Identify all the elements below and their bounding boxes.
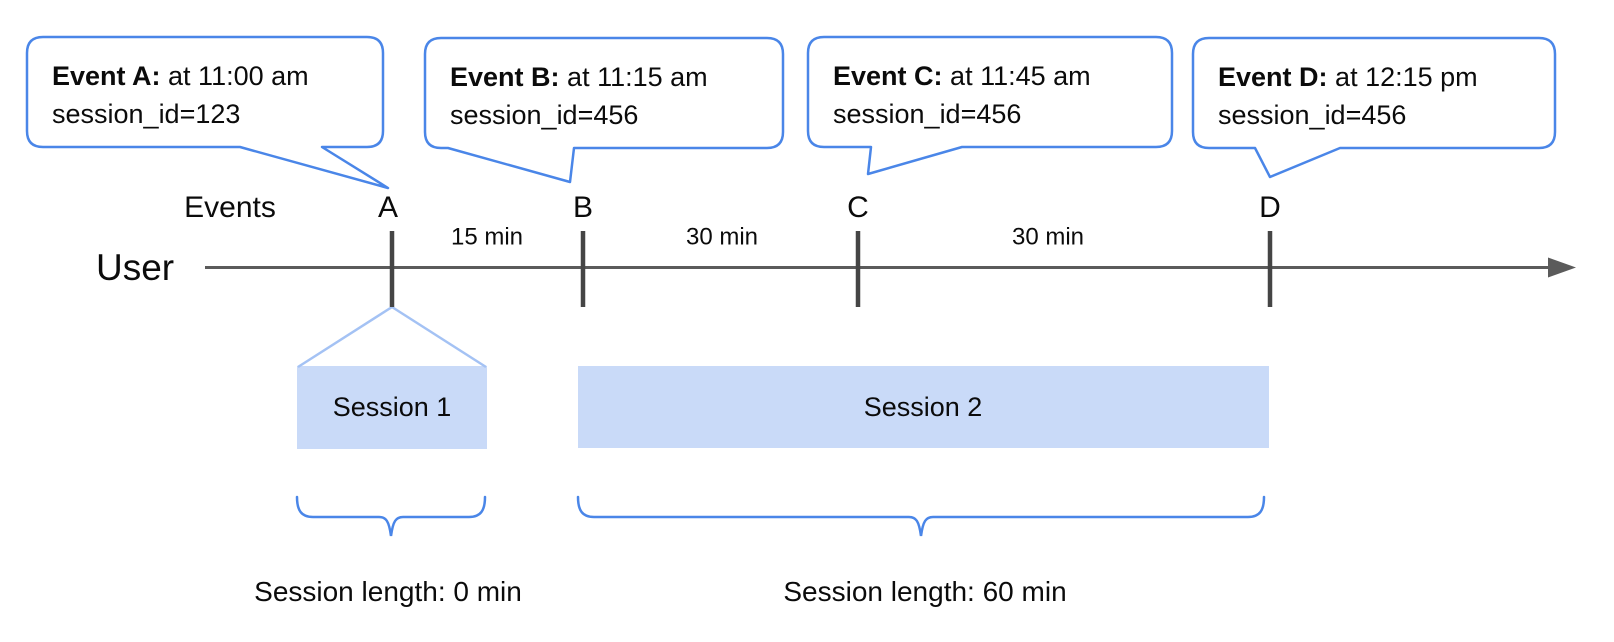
session-2-brace [576, 495, 1266, 537]
event-letter-c: C [847, 191, 869, 224]
bubble-c-line1: Event C: at 11:45 am [833, 57, 1091, 95]
bubble-d-session-id: session_id=456 [1218, 100, 1407, 130]
bubble-a-session-id: session_id=123 [52, 99, 241, 129]
bubble-a-text: Event A: at 11:00 am session_id=123 [52, 57, 309, 133]
speech-bubble-b [423, 36, 785, 184]
bubble-b-line1: Event B: at 11:15 am [450, 58, 708, 96]
event-letter-b: B [572, 191, 594, 224]
speech-bubble-d [1191, 36, 1557, 179]
bubble-b-session-id: session_id=456 [450, 100, 639, 130]
bubble-a-line1: Event A: at 11:00 am [52, 57, 309, 95]
speech-bubble-a [25, 35, 390, 190]
funnel-right-line [391, 305, 487, 369]
event-letter-d: D [1259, 191, 1281, 224]
speech-bubble-c [806, 35, 1174, 176]
bubble-a-time: at 11:00 am [168, 61, 309, 91]
session-1-label: Session 1 [332, 391, 452, 422]
session-1-box [297, 366, 487, 449]
session-2-box [578, 366, 1269, 448]
event-letter-a: A [377, 191, 399, 224]
events-row-label: Events [184, 191, 276, 224]
session-2-label: Session 2 [863, 391, 983, 422]
interval-b-c: 30 min [685, 223, 759, 251]
interval-c-d: 30 min [1011, 223, 1085, 251]
bubble-b-time: at 11:15 am [567, 62, 708, 92]
timeline-arrowhead-icon [1548, 257, 1576, 278]
user-row-label: User [96, 247, 175, 288]
session-2-length-label: Session length: 60 min [783, 576, 1067, 608]
bubble-c-session-id: session_id=456 [833, 99, 1022, 129]
session-1-length-label: Session length: 0 min [254, 576, 522, 608]
bubble-c-text: Event C: at 11:45 am session_id=456 [833, 57, 1091, 133]
bubble-a-title: Event A: [52, 61, 161, 91]
bubble-d-time: at 12:15 pm [1335, 62, 1478, 92]
interval-a-b: 15 min [450, 223, 524, 251]
bubble-d-title: Event D: [1218, 62, 1328, 92]
bubble-c-time: at 11:45 am [950, 61, 1091, 91]
funnel-left-line [297, 305, 393, 369]
bubble-d-text: Event D: at 12:15 pm session_id=456 [1218, 58, 1478, 134]
session-1-brace [295, 495, 487, 537]
bubble-b-title: Event B: [450, 62, 560, 92]
bubble-d-line1: Event D: at 12:15 pm [1218, 58, 1478, 96]
bubble-c-title: Event C: [833, 61, 943, 91]
bubble-b-text: Event B: at 11:15 am session_id=456 [450, 58, 708, 134]
